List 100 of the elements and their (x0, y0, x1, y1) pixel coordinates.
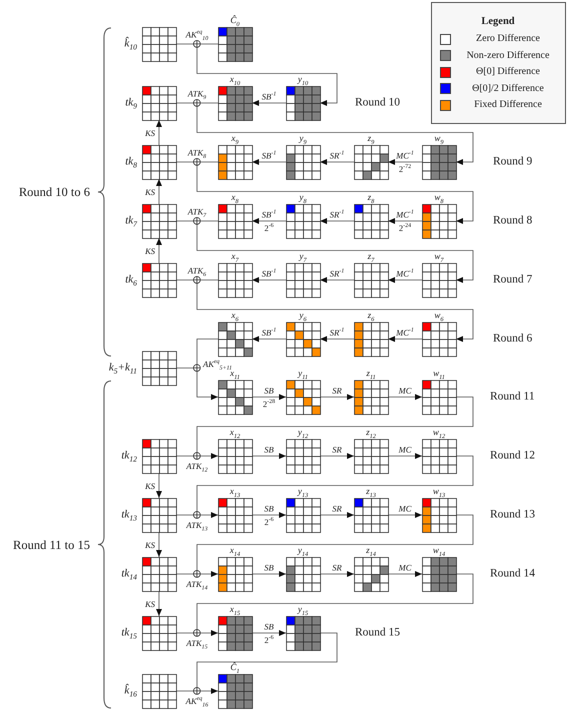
round-label: Round 6 (493, 333, 532, 345)
connector-line (176, 102, 194, 104)
state-label: w$_{9}$ (434, 134, 444, 143)
xor-icon (193, 629, 201, 637)
arrow (320, 218, 354, 224)
state-label: x$_{11}$ (230, 369, 240, 378)
state-label: w$_{13}$ (432, 487, 446, 496)
edge-label: MC (398, 504, 412, 513)
operation-label: ATK$_{7}$ (188, 207, 206, 216)
arrow (252, 630, 286, 636)
operation-label: ATK$_{15}$ (186, 639, 208, 648)
round-label: Round 15 (355, 627, 400, 639)
edge-label: KS (145, 187, 155, 196)
key-label: k̂$_{16}$ (124, 686, 137, 696)
xor-icon (193, 452, 201, 460)
arrow (388, 159, 422, 165)
xor-icon (193, 687, 201, 695)
arrow (388, 571, 422, 577)
arrow (196, 224, 474, 283)
round-label: Round 8 (493, 215, 532, 227)
state-label: x$_{15}$ (230, 605, 240, 614)
xor-icon (193, 158, 201, 166)
connector-line (176, 220, 194, 222)
edge-label: SR (332, 446, 342, 454)
arrow (252, 100, 286, 106)
state-label: w$_{8}$ (434, 193, 444, 202)
state-label: y$_{15}$ (298, 605, 308, 614)
arrow (156, 238, 162, 264)
connector-line (176, 514, 194, 516)
round-label: Round 9 (493, 156, 532, 168)
arrow (200, 630, 218, 636)
arrow (196, 47, 338, 106)
arrow (388, 512, 422, 518)
arrow (252, 453, 286, 459)
edge-label: SR$^{-1}$ (330, 152, 344, 160)
arrow (252, 394, 286, 400)
arrow (388, 218, 422, 224)
arrow (388, 336, 422, 342)
arrow (200, 688, 218, 694)
state-label: w$_{11}$ (433, 369, 445, 378)
edge-label: SR$^{-1}$ (330, 210, 344, 219)
state-label: z$_{14}$ (366, 546, 376, 555)
edge-label: SR (332, 564, 342, 572)
edge-label: SR (332, 504, 342, 513)
connector-line (176, 690, 194, 692)
arrow (156, 590, 162, 616)
edge-label: KS (145, 128, 155, 137)
state-label: y$_{9}$ (299, 134, 307, 143)
edge-label: MC (398, 446, 412, 454)
state-label: Ĉ$_{1}$ (230, 663, 240, 672)
key-label: tk$_{13}$ (121, 510, 137, 520)
legend-label: Zero Difference (476, 34, 540, 44)
edge-label: SB$^{-1}$ (262, 92, 276, 101)
xor-icon (193, 276, 201, 284)
state-label: x$_{8}$ (231, 193, 239, 202)
legend-label: Fixed Difference (474, 100, 542, 110)
key-label: tk$_{6}$ (125, 274, 137, 286)
arrow (252, 159, 286, 165)
edge-label: KS (145, 599, 155, 608)
arrow (200, 453, 218, 459)
connector-line (176, 632, 194, 634)
legend-label: Non-zero Difference (466, 50, 550, 60)
arrow (320, 453, 354, 459)
round-label: Round 7 (493, 274, 532, 286)
state-label: z$_{8}$ (368, 193, 374, 202)
round-label: Round 12 (490, 450, 536, 462)
connector-line (196, 456, 474, 512)
edge-label: MC (398, 386, 412, 395)
arrow (320, 159, 354, 165)
state-label: y$_{14}$ (298, 546, 308, 555)
state-label: y$_{13}$ (298, 487, 308, 496)
state-label: y$_{11}$ (298, 369, 308, 378)
probability-label: 2$^{-6}$ (264, 636, 274, 644)
state-label: Ĉ$_{0}$ (230, 16, 240, 25)
operation-label: ATK$_{6}$ (188, 266, 206, 275)
edge-label: SB$^{-1}$ (262, 152, 276, 160)
state-label: z$_{7}$ (368, 252, 374, 261)
probability-label: 2$^{-28}$ (262, 400, 276, 408)
key-label: tk$_{7}$ (125, 216, 137, 226)
edge-label: SR (332, 386, 342, 395)
state-label: x$_{14}$ (230, 546, 240, 555)
state-label: w$_{14}$ (432, 546, 446, 555)
key-label: k̂$_{10}$ (124, 38, 137, 50)
state-label: w$_{7}$ (434, 252, 444, 261)
operation-label: ATK$_{8}$ (188, 148, 206, 157)
state-label: x$_{7}$ (231, 252, 239, 261)
state-label: y$_{12}$ (298, 428, 308, 437)
edge-label: SB (264, 622, 274, 631)
arrow (156, 472, 162, 498)
operation-label: ATK$_{13}$ (186, 521, 208, 530)
state-label: z$_{9}$ (368, 134, 374, 143)
arrow (156, 178, 162, 204)
arrow (196, 106, 474, 165)
edge-label: SR$^{-1}$ (330, 328, 344, 337)
edge-label: KS (145, 246, 155, 255)
connector-line (196, 632, 338, 688)
edge-label: MC$^{-1}$ (396, 328, 414, 337)
probability-label: 2$^{-6}$ (264, 518, 274, 526)
arrow (156, 120, 162, 146)
xor-icon (193, 217, 201, 225)
